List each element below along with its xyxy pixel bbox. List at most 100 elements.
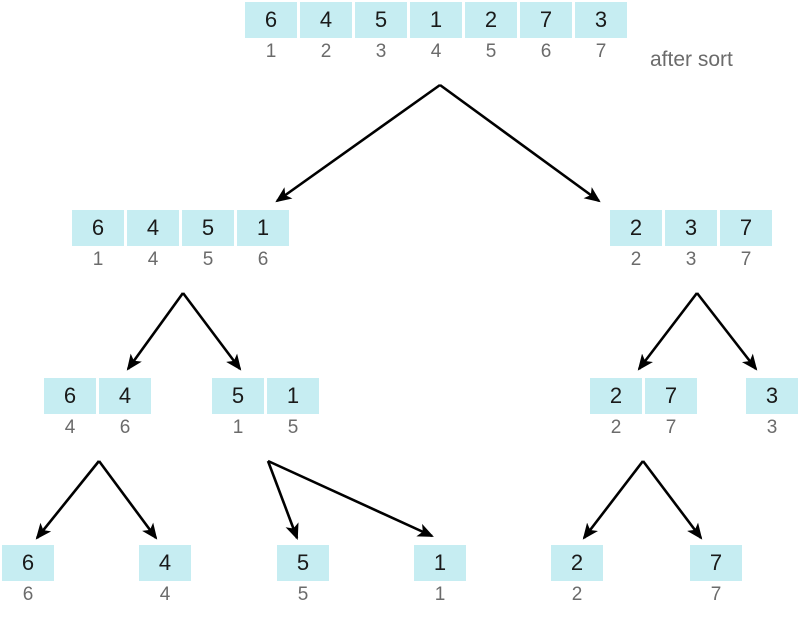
array-cell: 2 xyxy=(590,378,642,414)
array-cell: 6 xyxy=(72,210,124,246)
array-cell: 1 xyxy=(414,545,466,581)
array-cell: 5 xyxy=(212,378,264,414)
array-index-labels: 2 xyxy=(551,581,603,609)
array-index-label: 7 xyxy=(665,417,677,438)
array-index-label: 4 xyxy=(64,417,76,438)
array-index-label: 6 xyxy=(257,249,269,270)
array-cells: 5 xyxy=(277,545,329,581)
array-index-labels: 1 xyxy=(414,581,466,609)
array-cell: 6 xyxy=(245,2,297,38)
arrow-rl-to-leaf2 xyxy=(582,460,645,540)
array-index-label: 3 xyxy=(375,41,387,62)
array-index-label: 5 xyxy=(297,584,309,605)
arrow-root-to-right-half xyxy=(439,83,601,203)
array-index-labels: 6 xyxy=(2,581,54,609)
array-cells: 2 xyxy=(551,545,603,581)
array-cells: 6 xyxy=(2,545,54,581)
array-cells: 3 xyxy=(746,378,798,414)
array-index-labels: 1 2 3 4 5 6 7 xyxy=(245,38,627,66)
array-cell: 4 xyxy=(300,2,352,38)
array-index-labels: 4 xyxy=(139,581,191,609)
array-index-labels: 1 4 5 6 xyxy=(72,246,289,274)
array-cell: 2 xyxy=(551,545,603,581)
array-cell: 1 xyxy=(410,2,462,38)
array-cell: 4 xyxy=(99,378,151,414)
array-cell: 2 xyxy=(465,2,517,38)
array-index-label: 6 xyxy=(22,584,34,605)
array-index-label: 6 xyxy=(540,41,552,62)
array-cell: 4 xyxy=(139,545,191,581)
array-index-label: 2 xyxy=(610,417,622,438)
array-index-label: 3 xyxy=(766,417,778,438)
array-index-labels: 2 3 7 xyxy=(610,246,772,274)
after-sort-caption: after sort xyxy=(650,48,733,71)
arrow-right-to-rl xyxy=(637,292,699,371)
array-index-label: 5 xyxy=(485,41,497,62)
array-cell: 5 xyxy=(277,545,329,581)
array-index-label: 2 xyxy=(630,249,642,270)
array-index-label: 5 xyxy=(287,417,299,438)
array-index-label: 1 xyxy=(265,41,277,62)
arrow-ll-to-leaf6 xyxy=(35,460,101,540)
arrow-root-to-left-half xyxy=(275,83,441,203)
arrow-ll-to-leaf4 xyxy=(97,460,158,540)
array-cell: 3 xyxy=(746,378,798,414)
array-index-label: 4 xyxy=(430,41,442,62)
array-cell: 6 xyxy=(44,378,96,414)
array-cell: 7 xyxy=(520,2,572,38)
array-cell: 3 xyxy=(575,2,627,38)
array-index-label: 1 xyxy=(92,249,104,270)
array-cells: 1 xyxy=(414,545,466,581)
arrow-lr-to-leaf1 xyxy=(267,459,434,538)
array-cell: 6 xyxy=(2,545,54,581)
array-cell: 1 xyxy=(267,378,319,414)
arrow-right-to-rr xyxy=(695,292,758,371)
array-cells: 7 xyxy=(690,545,742,581)
array-index-label: 1 xyxy=(232,417,244,438)
array-cell: 2 xyxy=(610,210,662,246)
array-cells: 4 xyxy=(139,545,191,581)
arrow-rl-to-leaf7 xyxy=(641,460,703,540)
array-index-label: 4 xyxy=(159,584,171,605)
array-index-label: 5 xyxy=(202,249,214,270)
array-cell: 5 xyxy=(182,210,234,246)
array-index-label: 2 xyxy=(320,41,332,62)
array-index-label: 6 xyxy=(119,417,131,438)
array-index-label: 7 xyxy=(740,249,752,270)
array-index-label: 2 xyxy=(571,584,583,605)
array-index-label: 7 xyxy=(710,584,722,605)
array-index-label: 4 xyxy=(147,249,159,270)
arrow-left-to-ll xyxy=(126,292,185,371)
array-index-label: 3 xyxy=(685,249,697,270)
array-index-label: 1 xyxy=(434,584,446,605)
array-index-labels: 5 xyxy=(277,581,329,609)
array-cell: 3 xyxy=(665,210,717,246)
array-index-label: 7 xyxy=(595,41,607,62)
array-cell: 7 xyxy=(720,210,772,246)
array-cell: 5 xyxy=(355,2,407,38)
array-cell: 4 xyxy=(127,210,179,246)
arrow-lr-to-leaf5 xyxy=(266,460,299,540)
array-cell: 7 xyxy=(690,545,742,581)
